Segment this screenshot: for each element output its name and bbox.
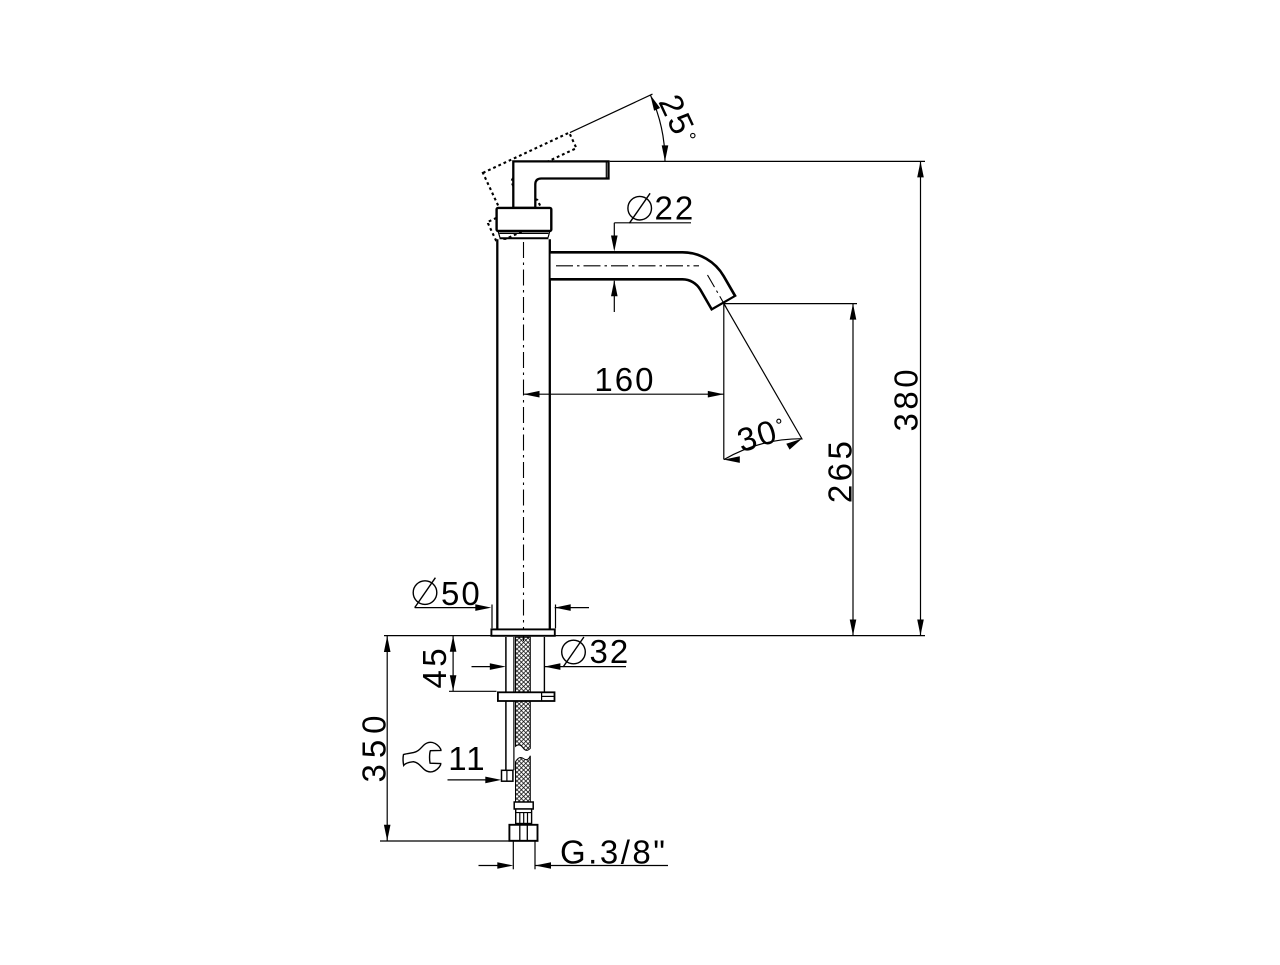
svg-text:32: 32 — [590, 633, 631, 670]
svg-text:160: 160 — [594, 361, 655, 398]
svg-text:350: 350 — [356, 709, 393, 782]
svg-text:G.3/8": G.3/8" — [560, 833, 667, 870]
svg-text:380: 380 — [888, 366, 925, 432]
svg-text:22: 22 — [655, 190, 696, 227]
svg-text:50: 50 — [441, 575, 482, 612]
svg-text:265: 265 — [821, 438, 858, 504]
svg-text:45: 45 — [416, 645, 453, 689]
svg-text:11: 11 — [448, 740, 486, 777]
